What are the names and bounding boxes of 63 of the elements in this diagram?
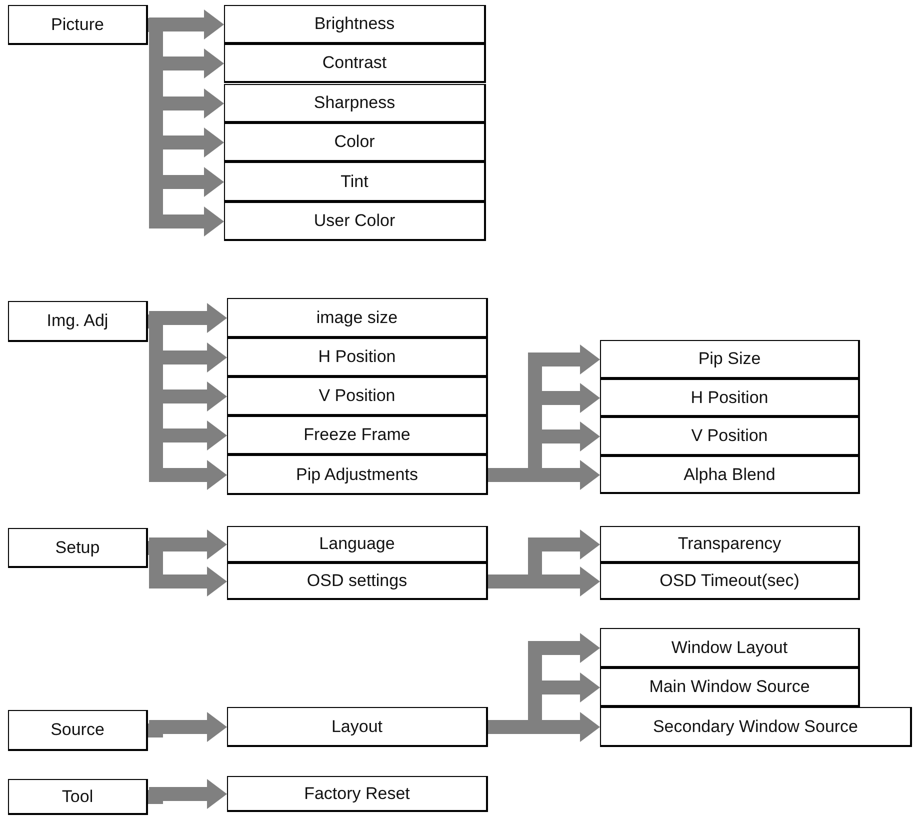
- menu-item-label: H Position: [318, 347, 396, 367]
- menu-item-label: Brightness: [314, 14, 395, 34]
- menu-item-label: Main Window Source: [649, 677, 810, 697]
- menu-item-box: [227, 298, 488, 338]
- menu-item-label: Freeze Frame: [304, 425, 410, 445]
- menu-item-box: [227, 776, 488, 812]
- menu-item-box: [224, 162, 486, 202]
- menu-item-box: [227, 377, 488, 416]
- arrow: [148, 303, 227, 333]
- menu-item-box: [227, 707, 488, 747]
- menu-item-label: Window Layout: [671, 638, 788, 658]
- menu-item-label: Language: [319, 534, 395, 554]
- menu-item-label: Secondary Window Source: [652, 716, 858, 736]
- arrow: [148, 530, 227, 560]
- menu-item-box: [600, 563, 860, 600]
- menu-item-box: [227, 416, 488, 455]
- menu-item-label: Tint: [340, 172, 368, 192]
- menu-item-box: [227, 455, 488, 495]
- menu-item-label: Contrast: [322, 53, 387, 73]
- menu-item-box: [600, 456, 860, 494]
- menu-item-box: [600, 340, 860, 379]
- menu-item-label: H Position: [690, 388, 768, 408]
- menu-item-box: [227, 526, 488, 563]
- menu-item-box: [600, 668, 860, 707]
- menu-item-box: [600, 526, 860, 563]
- menu-item-label: User Color: [314, 211, 396, 231]
- menu-item-box: [8, 5, 148, 45]
- menu-item-label: Color: [334, 132, 375, 152]
- menu-item-box: [8, 779, 148, 815]
- menu-item-box: [224, 84, 486, 123]
- menu-item-box: [224, 44, 486, 83]
- arrow: [148, 10, 224, 40]
- menu-item-label: Picture: [51, 14, 104, 34]
- menu-item-box: [600, 628, 860, 668]
- menu-item-label: Sharpness: [314, 93, 396, 113]
- menu-item-label: Factory Reset: [304, 784, 410, 804]
- menu-item-box: [8, 301, 148, 342]
- menu-item-box: [224, 5, 486, 44]
- menu-item-box: [8, 710, 148, 751]
- menu-item-box: [600, 379, 860, 417]
- menu-item-box: [8, 528, 148, 568]
- menu-item-label: image size: [316, 308, 398, 328]
- menu-item-label: Pip Adjustments: [296, 464, 418, 484]
- menu-item-label: Transparency: [678, 534, 782, 554]
- menu-item-label: OSD Timeout(sec): [660, 571, 800, 591]
- menu-item-label: V Position: [691, 426, 768, 446]
- menu-item-label: Alpha Blend: [684, 464, 776, 484]
- menu-item-box: [600, 707, 912, 747]
- menu-item-label: Tool: [62, 786, 94, 806]
- menu-item-label: Source: [50, 720, 104, 740]
- menu-item-box: [224, 202, 486, 241]
- menu-item-label: Pip Size: [698, 349, 761, 369]
- arrow: [148, 712, 227, 742]
- menu-item-box: [224, 123, 486, 162]
- menu-item-label: Layout: [331, 716, 383, 736]
- menu-item-label: Img. Adj: [46, 311, 108, 331]
- menu-item-label: V Position: [318, 386, 396, 406]
- menu-item-box: [227, 563, 488, 600]
- menu-item-box: [227, 338, 488, 377]
- menu-item-box: [600, 417, 860, 456]
- menu-item-label: Setup: [55, 538, 100, 558]
- menu-item-label: OSD settings: [306, 571, 408, 591]
- arrow: [148, 779, 227, 809]
